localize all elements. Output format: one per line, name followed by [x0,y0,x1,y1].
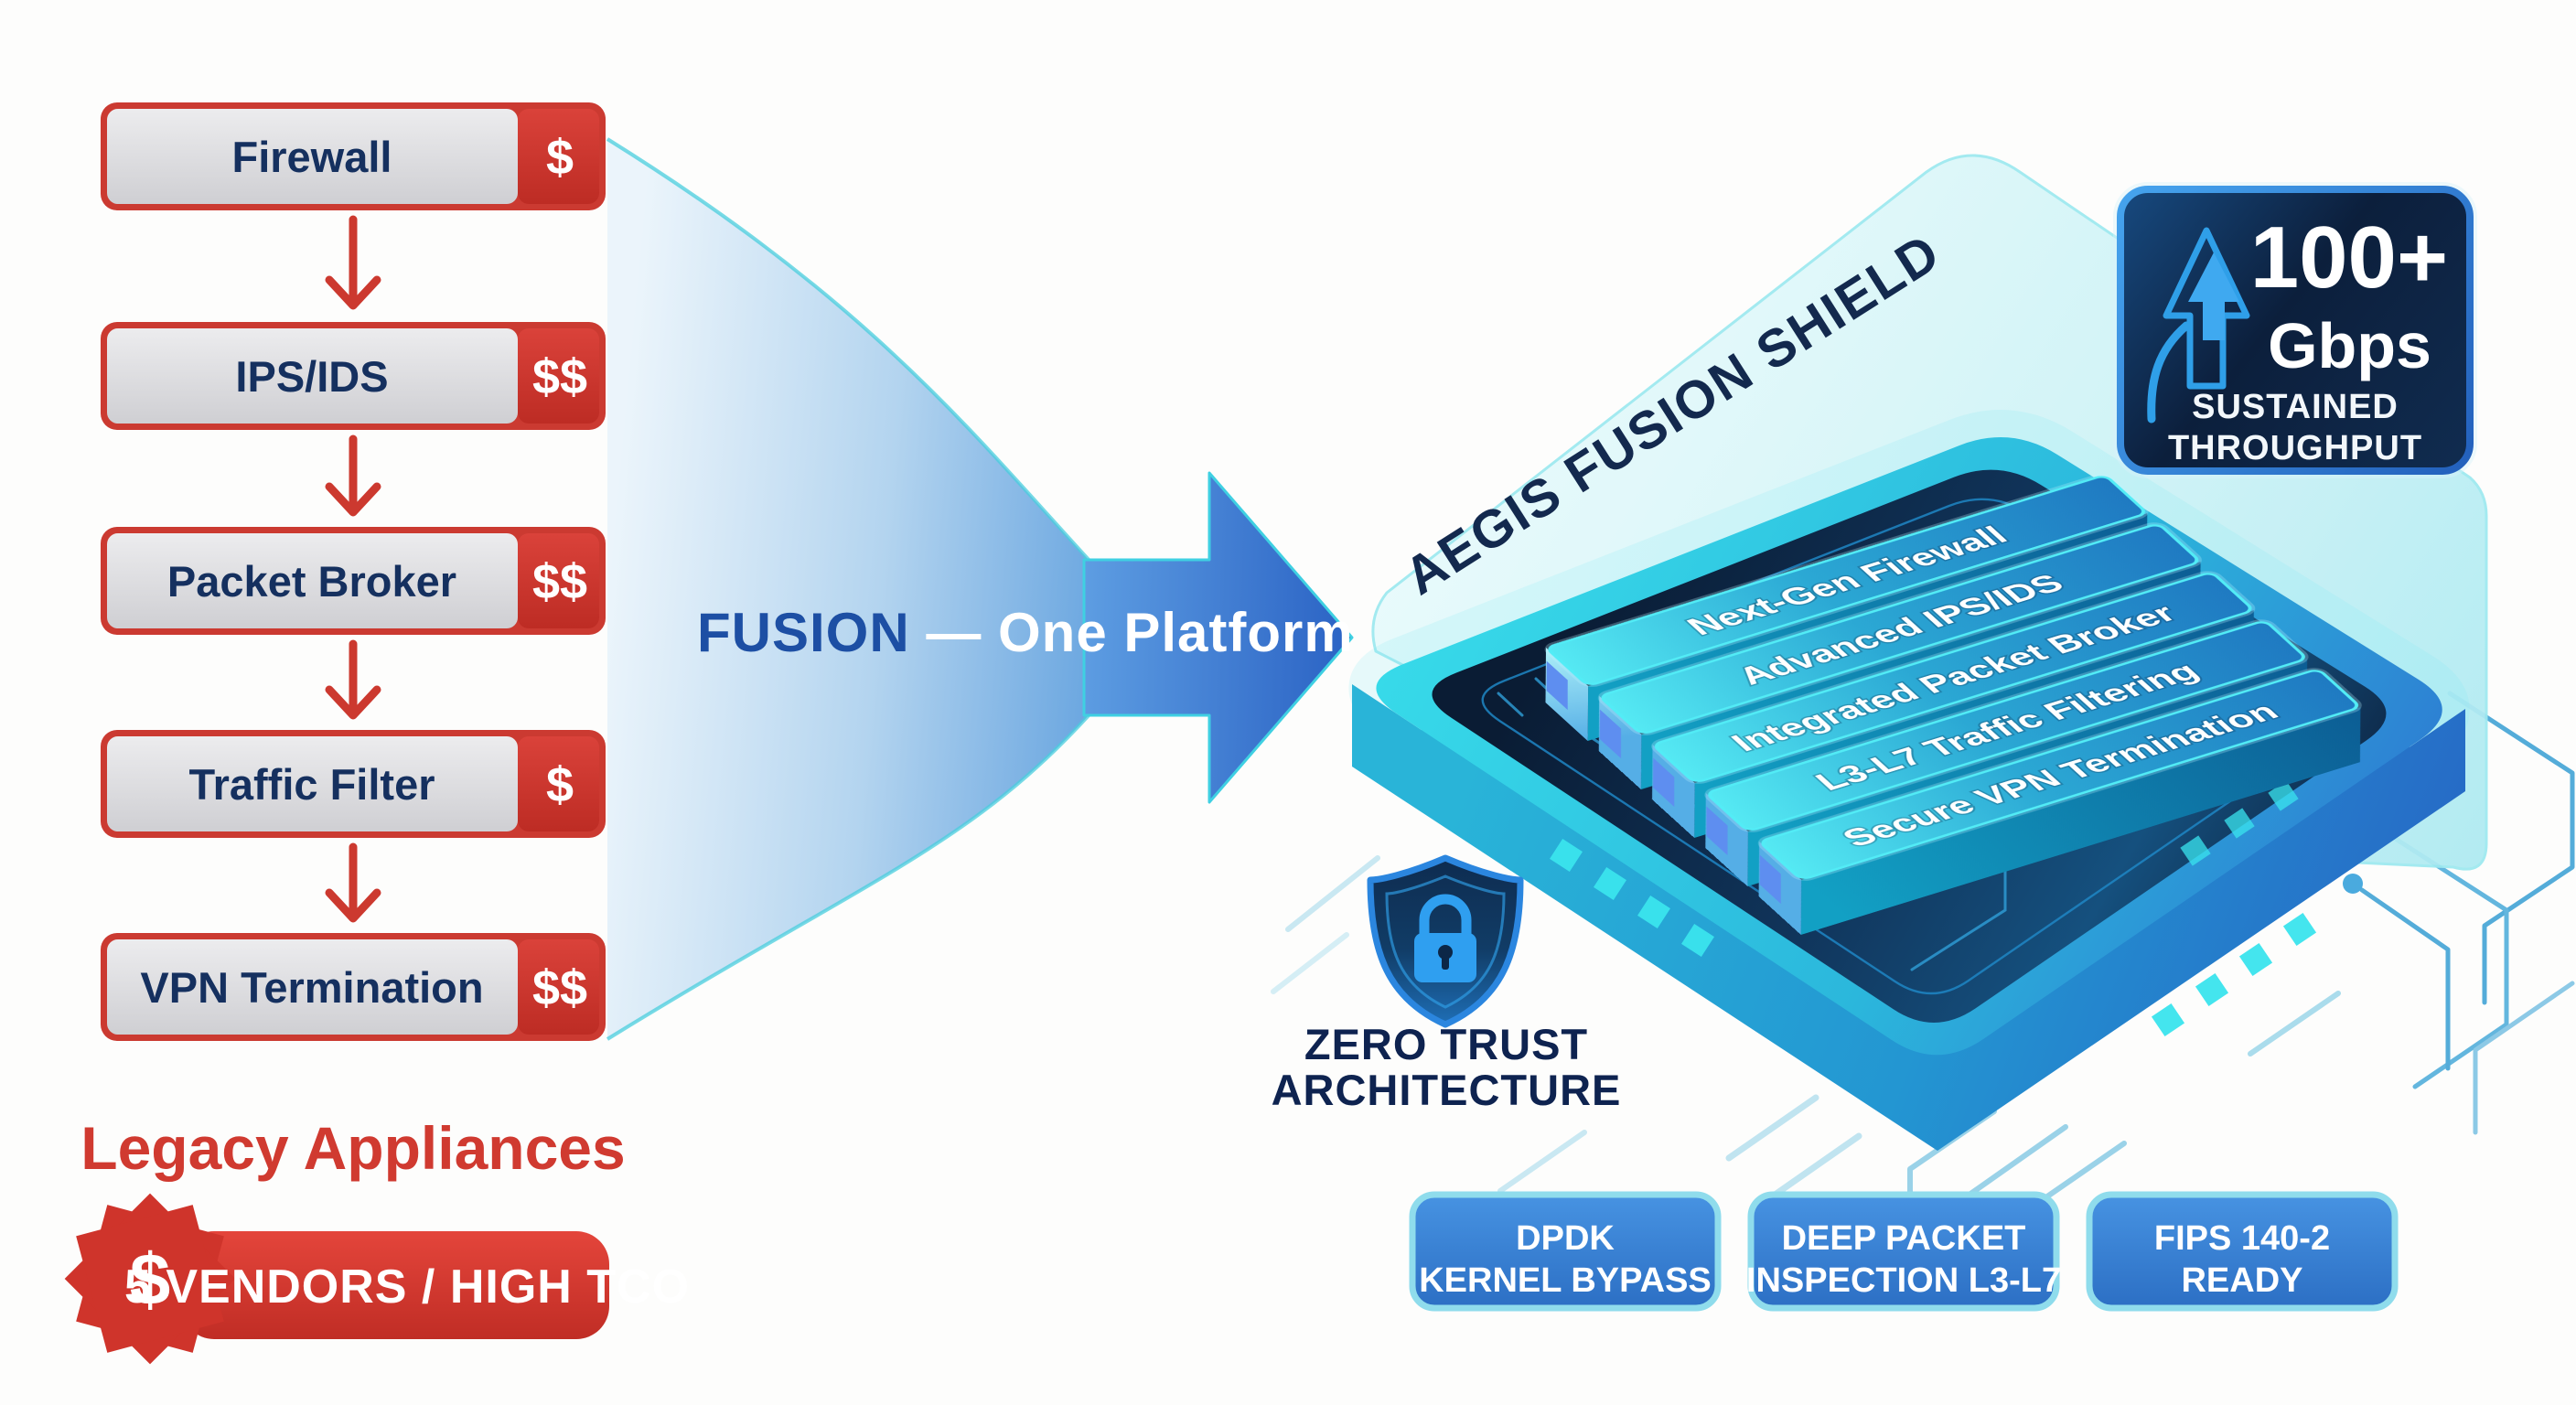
throughput-caption-1: SUSTAINED [2192,388,2399,426]
appliance-box-firewall: Firewall $ [101,102,606,210]
appliance-cost: $$ [532,349,587,404]
funnel-edge-bottom [606,712,1092,1041]
shield-lock-icon [1367,854,1524,1028]
appliance-label: Traffic Filter [188,760,435,809]
feature-line1: DEEP PACKET [1782,1219,2026,1258]
background-circuit-traces [1271,691,2575,1282]
appliance-box-body [107,109,518,204]
funnel-edge-top [606,137,1092,563]
circuit-trace [2359,887,2451,1071]
appliance-box-traffic-filter: Traffic Filter $ [101,730,606,838]
dollar-burst-symbol: $ [130,1239,171,1320]
circuit-trace [2473,981,2575,1135]
fusion-arrow-label: FUSION — One Platform [697,602,1354,663]
feature-line2: KERNEL BYPASS [1419,1261,1712,1300]
circuit-trace [1497,1130,1587,1194]
tco-pill [181,1231,609,1339]
feature-line2: INSPECTION L3-L7 [1746,1261,2061,1300]
appliance-cost: $ [546,757,574,812]
appliance-box-vpn-termination: VPN Termination $$ [101,933,606,1041]
appliance-box-body [107,533,518,628]
appliance-box-ips-ids: IPS/IDS $$ [101,322,606,430]
appliance-cost: $ [546,130,574,185]
circuit-node [2343,874,2363,894]
feature-line1: FIPS 140-2 [2154,1219,2330,1258]
circuit-trace [1964,1124,2068,1199]
platform-side-pads [1550,780,2317,1037]
throughput-value: 100+ [2250,209,2448,306]
zero-trust-line2: ARCHITECTURE [1272,1066,1622,1114]
circuit-trace [1285,855,1380,932]
throughput-badge: 100+ Gbps SUSTAINED THROUGHPUT [2113,182,2477,478]
appliance-label: IPS/IDS [235,352,388,401]
appliance-label: VPN Termination [140,963,483,1012]
feature-badges: DPDK KERNEL BYPASS DEEP PACKET INSPECTIO… [1409,1191,2399,1312]
feature-line2: READY [2181,1261,2302,1300]
legacy-caption: Legacy Appliances [80,1114,625,1182]
appliance-box-body [107,328,518,424]
appliance-cost: $$ [532,554,587,609]
circuit-trace [2376,825,2509,1089]
appliance-cost-tab [518,533,599,628]
appliance-cost-tab [518,328,599,424]
throughput-caption-2: THROUGHPUT [2168,429,2422,467]
appliance-cost-tab [518,109,599,204]
legacy-stack: Firewall $ IPS/IDS $$ Packet Broker $$ T… [64,102,690,1365]
down-arrow-icon [325,215,381,310]
appliance-cost-tab [518,736,599,831]
feature-line1: DPDK [1516,1219,1615,1258]
tco-badge: $ 5 VENDORS / HIGH TCO [64,1193,690,1365]
platform-layers: Next-Gen Firewall Advanced IPS/IDS Integ… [1544,474,2362,935]
circuit-trace [1271,932,1349,994]
appliance-box-packet-broker: Packet Broker $$ [101,527,606,635]
fusion-label-accent: FUSION [697,602,910,663]
appliance-label: Packet Broker [167,557,456,606]
appliance-label: Firewall [231,133,392,181]
feature-badge-fips: FIPS 140-2 READY [2086,1191,2399,1312]
dollar-burst-icon [64,1193,236,1365]
up-arrows-icon [2147,227,2250,424]
feature-badge-dpi: DEEP PACKET INSPECTION L3-L7 [1746,1191,2061,1312]
circuit-trace [1725,1094,1819,1162]
down-arrow-icon [325,639,381,720]
feature-badge-dpdk: DPDK KERNEL BYPASS [1409,1191,1722,1312]
appliance-box-body [107,939,518,1035]
circuit-trace [2248,991,2341,1056]
funnel-shape [607,139,1090,1039]
fusion-funnel-arrow: FUSION — One Platform [606,137,1354,1041]
fusion-arrow [1082,471,1354,804]
zero-trust: ZERO TRUST ARCHITECTURE [1272,854,1622,1114]
zero-trust-line1: ZERO TRUST [1304,1020,1588,1068]
appliance-cost-tab [518,939,599,1035]
down-arrow-icon [325,842,381,923]
appliance-box-body [107,736,518,831]
circuit-trace [2447,691,2575,1005]
throughput-unit: Gbps [2268,310,2431,381]
fusion-label-rest: — One Platform [910,602,1354,663]
down-arrow-icon [325,434,381,517]
aegis-platform: Next-Gen Firewall Advanced IPS/IDS Integ… [1348,410,2470,1151]
tco-label: 5 VENDORS / HIGH TCO [124,1260,690,1314]
appliance-cost: $$ [532,960,587,1015]
